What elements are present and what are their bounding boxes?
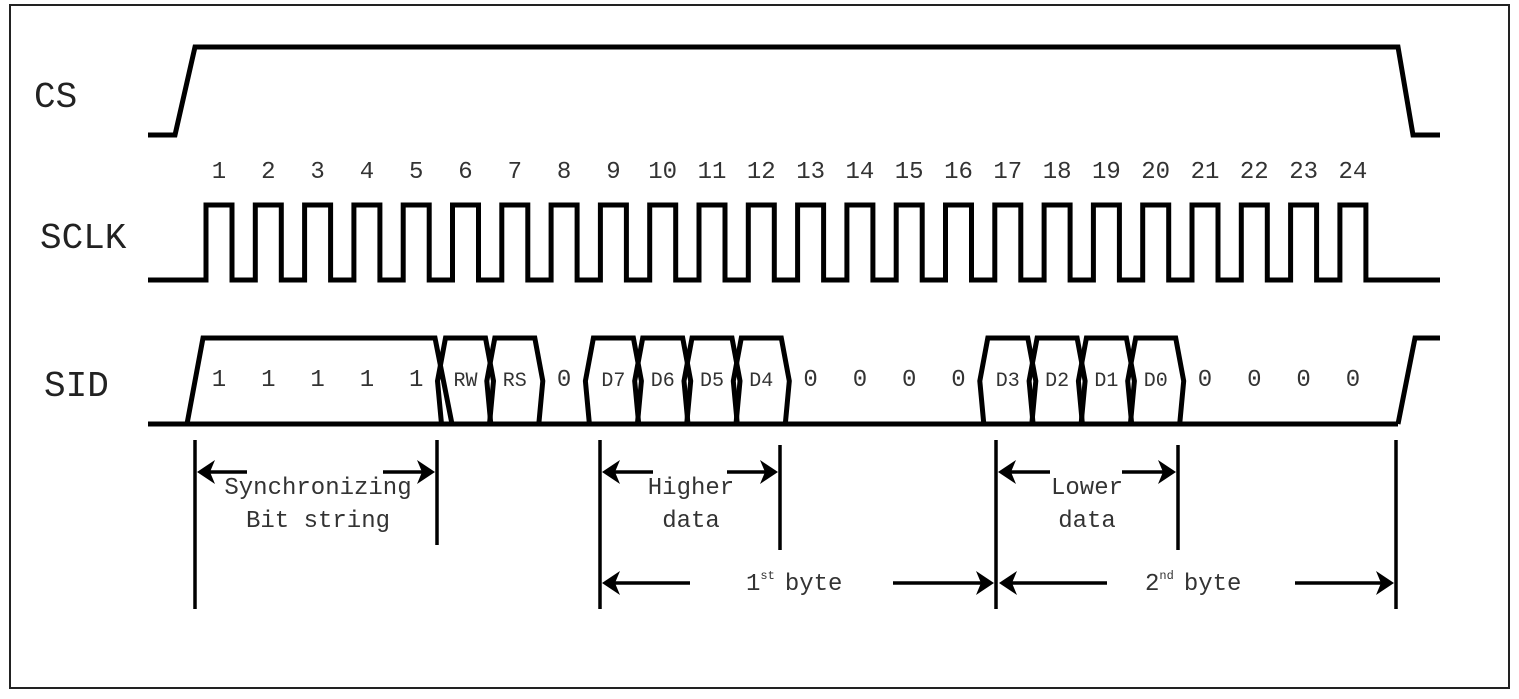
sid-bit-box — [484, 335, 546, 425]
sid-bit-box — [1075, 335, 1137, 425]
sid-bit-label: 0 — [902, 367, 916, 394]
sid-bit-label: D2 — [1045, 370, 1069, 393]
arrowhead-left — [602, 571, 620, 595]
sync-label-line2: Bit string — [246, 508, 390, 535]
clock-number: 7 — [508, 159, 522, 186]
sid-bit-label: D5 — [700, 370, 724, 393]
lower-data-dimension: Lower data — [994, 440, 1180, 609]
sid-bit-label: D7 — [601, 370, 625, 393]
sclk-waveform — [148, 202, 1440, 283]
sid-bit-label: 0 — [1296, 367, 1310, 394]
arrowhead-left — [999, 571, 1017, 595]
clock-number: 24 — [1338, 159, 1367, 186]
clock-number: 12 — [747, 159, 776, 186]
sid-bit-box — [1026, 335, 1088, 425]
clock-number: 9 — [606, 159, 620, 186]
sid-bit-box — [681, 335, 743, 425]
sid-bit-box — [1125, 335, 1187, 425]
sid-bit-label: 1 — [261, 367, 275, 394]
sid-label: SID — [44, 366, 109, 407]
sync-label-line1: Synchronizing — [224, 475, 411, 502]
sid-bit-label: 1 — [212, 367, 226, 394]
clock-number: 1 — [212, 159, 226, 186]
clock-number: 3 — [310, 159, 324, 186]
sid-bit-label: 1 — [310, 367, 324, 394]
sid-waveform — [148, 335, 1440, 427]
clock-number: 8 — [557, 159, 571, 186]
clock-number: 21 — [1191, 159, 1220, 186]
clock-number: 23 — [1289, 159, 1318, 186]
sid-bit-box — [632, 335, 694, 425]
sid-bit-label: 0 — [853, 367, 867, 394]
sid-bit-label: 0 — [557, 367, 571, 394]
sid-bit-box — [434, 335, 497, 425]
diagram-frame — [9, 4, 1510, 689]
clock-number: 18 — [1043, 159, 1072, 186]
clock-number: 14 — [845, 159, 874, 186]
clock-number: 2 — [261, 159, 275, 186]
sid-bit-label: 0 — [1247, 367, 1261, 394]
arrowhead-right — [1158, 460, 1176, 484]
arrowhead-left — [197, 460, 215, 484]
sid-trailing-rise — [1395, 335, 1440, 425]
arrowhead-right — [760, 460, 778, 484]
sid-bit-label: D4 — [749, 370, 773, 393]
clock-number: 22 — [1240, 159, 1269, 186]
sid-bit-label: RS — [503, 370, 527, 393]
sid-bit-label: 0 — [803, 367, 817, 394]
sid-sync-block — [184, 335, 455, 425]
sid-bit-box — [977, 335, 1039, 425]
sid-bit-label: 0 — [1198, 367, 1212, 394]
clock-number: 5 — [409, 159, 423, 186]
arrowhead-right — [1376, 571, 1394, 595]
higher-label-line2: data — [662, 508, 720, 535]
clock-number: 16 — [944, 159, 973, 186]
sclk-label: SCLK — [40, 218, 127, 259]
clock-number: 15 — [895, 159, 924, 186]
arrowhead-right — [976, 571, 994, 595]
clock-number: 6 — [458, 159, 472, 186]
clock-number: 11 — [698, 159, 727, 186]
arrowhead-left — [998, 460, 1016, 484]
clock-number: 19 — [1092, 159, 1121, 186]
sid-bit-label: D0 — [1144, 370, 1168, 393]
sid-bit-box — [730, 335, 792, 425]
lower-label-line2: data — [1058, 508, 1116, 535]
sid-bit-label: D3 — [996, 370, 1020, 393]
sid-bit-label: 1 — [409, 367, 423, 394]
cs-waveform — [148, 44, 1440, 138]
clock-number: 20 — [1141, 159, 1170, 186]
sync-bit-string-dimension: Synchronizing Bit string — [193, 440, 439, 609]
sid-bit-label: D1 — [1094, 370, 1118, 393]
higher-data-dimension: Higher data — [598, 440, 782, 609]
clock-number: 4 — [360, 159, 374, 186]
sid-bit-label: 1 — [360, 367, 374, 394]
cs-label: CS — [34, 77, 77, 118]
arrowhead-left — [602, 460, 620, 484]
sid-bit-labels: 1 1 1 1 1 RW RS 0 D7 D6 D5 D4 0 0 0 0 D3 D2 D1 D0 0 0 0 0 — [212, 367, 1360, 394]
sid-bit-label: 0 — [1346, 367, 1360, 394]
clock-number: 17 — [993, 159, 1022, 186]
clock-number: 10 — [648, 159, 677, 186]
arrowhead-right — [417, 460, 435, 484]
sid-bit-box — [582, 335, 644, 425]
sid-bit-label: RW — [453, 370, 477, 393]
sid-bit-label: D6 — [651, 370, 675, 393]
clock-number: 13 — [796, 159, 825, 186]
lower-label-line1: Lower — [1051, 475, 1123, 502]
higher-label-line1: Higher — [648, 475, 734, 502]
sid-bit-label: 0 — [951, 367, 965, 394]
